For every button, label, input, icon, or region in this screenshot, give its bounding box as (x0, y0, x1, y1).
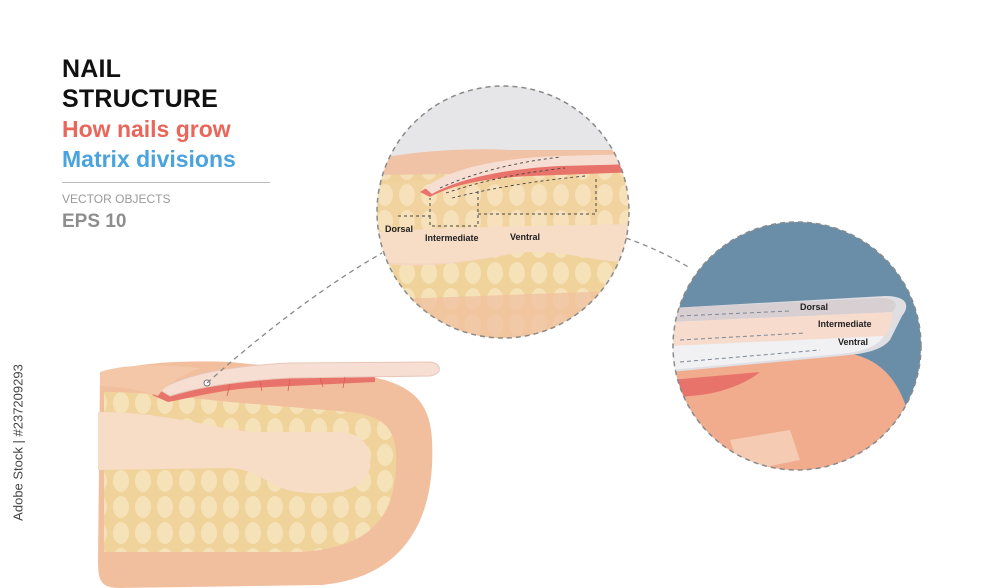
matrix-growth-arrows (439, 156, 586, 199)
connector-to-growth-zoom (625, 237, 691, 269)
growth-arrows (679, 310, 821, 363)
distal-phalanx-bone (98, 412, 371, 494)
matrix-label-ventral: Ventral (510, 232, 540, 242)
page-title: NAIL STRUCTURE (62, 55, 218, 113)
format-version: EPS 10 (62, 211, 127, 232)
fingertip-section (98, 361, 440, 588)
growth-label-ventral: Ventral (838, 337, 868, 347)
growth-zoom-border (672, 221, 922, 471)
proximal-nail-fold (100, 365, 200, 396)
nail-plate (159, 361, 440, 397)
growth-label-dorsal: Dorsal (800, 302, 828, 312)
matrix-label-dorsal: Dorsal (385, 224, 413, 234)
format-label: VECTOR OBJECTS (62, 192, 171, 206)
matrix-zoom-circle: Dorsal Intermediate Ventral (377, 86, 629, 338)
growth-zoom-circle: Dorsal Intermediate Ventral (673, 222, 921, 470)
nail-bed-capillaries (226, 376, 346, 397)
matrix-label-intermediate: Intermediate (425, 233, 479, 243)
title-block: NAIL STRUCTURE How nails grow Matrix div… (62, 54, 277, 235)
matrix-division-brackets (398, 176, 597, 227)
matrix-subtitle: Matrix divisions (62, 146, 236, 172)
matrix-zoom-border (376, 85, 630, 339)
title-divider (62, 182, 270, 183)
connector-to-matrix-zoom (206, 252, 383, 384)
growth-label-intermediate: Intermediate (818, 319, 872, 329)
growth-subtitle: How nails grow (62, 116, 231, 142)
